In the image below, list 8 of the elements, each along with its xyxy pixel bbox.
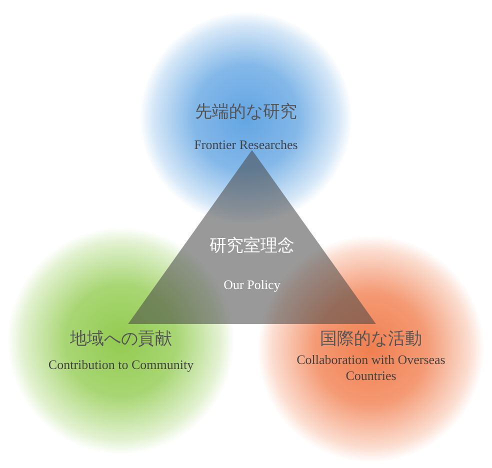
heading: 研究室理念 [210, 235, 294, 257]
subheading: Collaboration with Overseas Countries [296, 352, 446, 384]
heading: 先端的な研究 [195, 101, 297, 123]
subheading: Frontier Researches [194, 137, 298, 153]
subheading: Contribution to Community [48, 357, 194, 373]
heading: 国際的な活動 [320, 328, 422, 350]
heading: 地域への貢献 [70, 328, 172, 350]
subheading: Our Policy [224, 277, 280, 293]
